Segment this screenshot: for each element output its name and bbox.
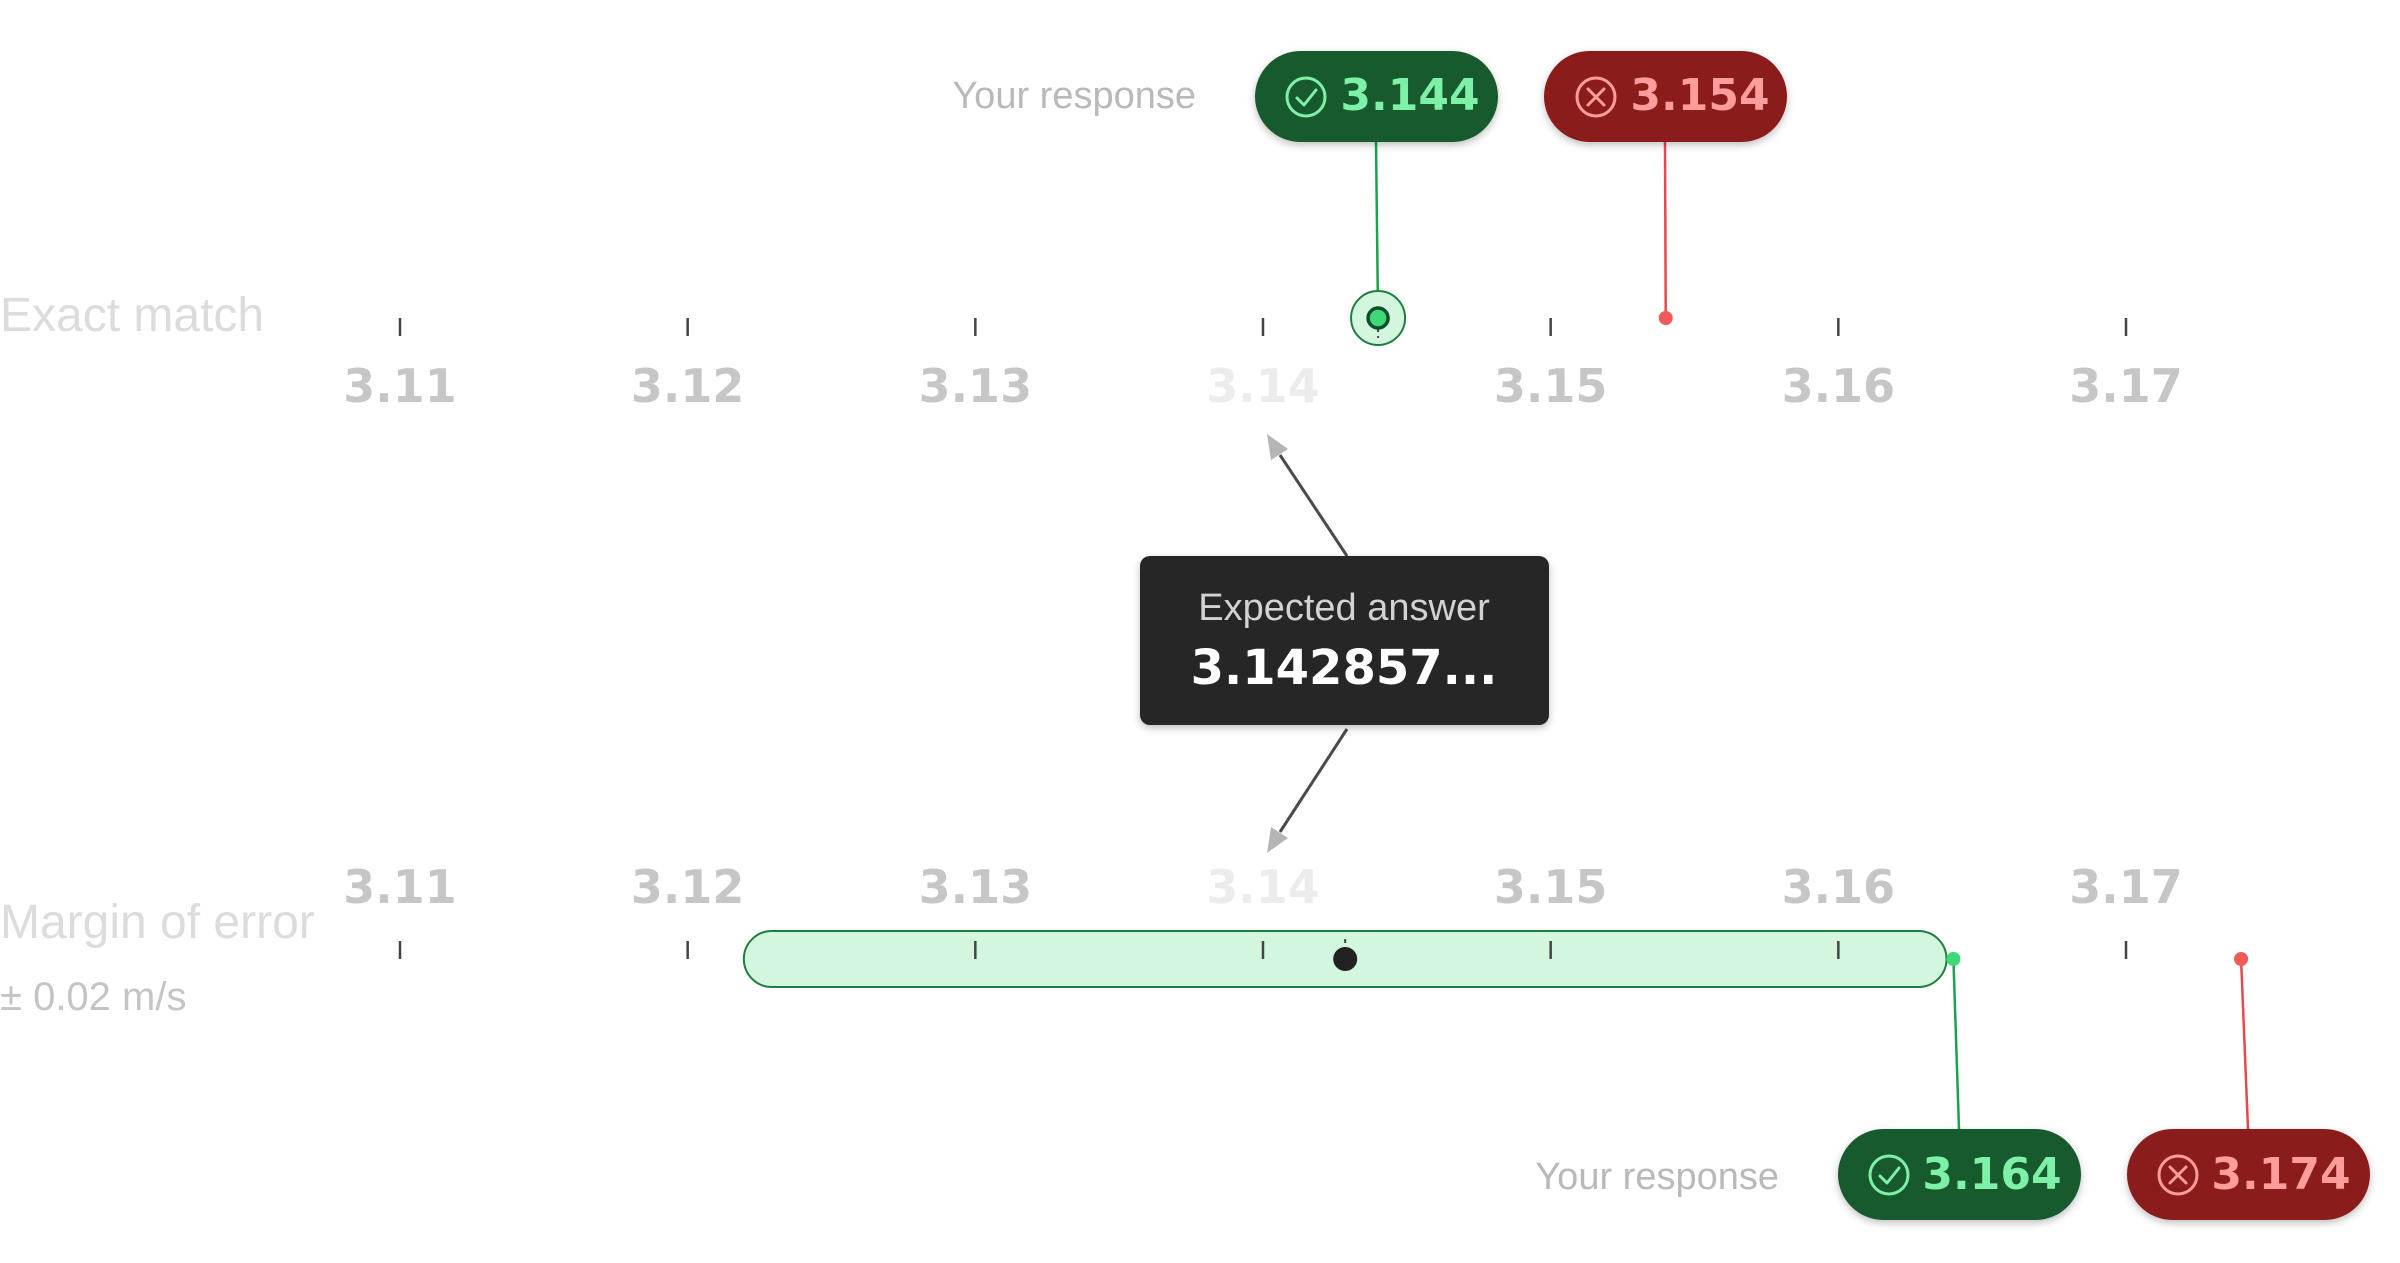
- margin-axis-ticks: [398, 941, 2128, 959]
- x-circle-icon: [1575, 76, 1617, 118]
- exact-response-label: Your response: [952, 75, 1196, 117]
- margin-incorrect-value: 3.174: [2211, 1149, 2350, 1200]
- arrow-up-shaft: [1278, 454, 1349, 557]
- margin-axis-tick-label: 3.17: [2069, 860, 2183, 914]
- exact-correct-connector: [1374, 141, 1380, 319]
- expected-answer-value: 3.142857...: [1191, 640, 1498, 696]
- exact-match-label: Exact match: [0, 289, 264, 342]
- arrow-down-shaft: [1278, 728, 1349, 833]
- exact-axis-tick-label: 3.13: [919, 359, 1033, 413]
- exact-axis-tick-labels: 3.11 3.12 3.13 3.14 3.15 3.16 3.17: [343, 359, 2183, 413]
- exact-match-section: Exact match 3.11 3.12 3.13 3.14 3.15 3.16 3.17…: [0, 51, 2215, 413]
- check-circle-icon: [1868, 1154, 1910, 1196]
- exact-axis-tick-label: 3.17: [2069, 359, 2183, 413]
- exact-axis-tick-label: 3.12: [631, 359, 745, 413]
- expected-answer-marker: [1333, 947, 1358, 971]
- margin-of-error-label: Margin of error: [0, 896, 315, 949]
- arrow-up-icon: [1267, 434, 1288, 460]
- exact-incorrect-value: 3.154: [1630, 70, 1769, 121]
- exact-axis-tick-label: 3.16: [1782, 359, 1896, 413]
- exact-incorrect-pill: [1544, 51, 1787, 142]
- x-circle-icon: [2157, 1154, 2199, 1196]
- margin-axis-tick-label: 3.12: [631, 860, 745, 914]
- margin-incorrect-marker: [2234, 952, 2249, 966]
- margin-axis-tick-label: 3.14: [1206, 860, 1320, 914]
- margin-incorrect-pill: [2127, 1129, 2370, 1220]
- exact-axis-tick-label: 3.11: [343, 359, 457, 413]
- margin-axis-tick-labels: 3.11 3.12 3.13 3.14 3.15 3.16 3.17: [343, 860, 2183, 914]
- check-circle-icon: [1285, 76, 1327, 118]
- margin-correct-pill: [1838, 1129, 2081, 1220]
- margin-correct-connector: [1952, 958, 1961, 1130]
- exact-incorrect-marker: [1658, 311, 1673, 325]
- exact-incorrect-connector: [1663, 141, 1667, 319]
- expected-answer-title: Expected answer: [1198, 587, 1490, 629]
- expected-answer-callout: Expected answer 3.142857...: [1140, 434, 1549, 853]
- margin-correct-marker: [1946, 952, 1961, 966]
- exact-axis-tick-label: 3.15: [1494, 359, 1608, 413]
- margin-axis-tick-label: 3.15: [1494, 860, 1608, 914]
- margin-axis-tick-label: 3.16: [1782, 860, 1896, 914]
- expected-answer-box: [1140, 556, 1549, 725]
- margin-incorrect-connector: [2239, 958, 2250, 1130]
- exact-axis-tick-label: 3.14: [1206, 359, 1320, 413]
- tolerance-label: ± 0.02 m/s: [0, 975, 186, 1019]
- exact-correct-marker: [1350, 290, 1407, 346]
- margin-axis-tick-label: 3.11: [343, 860, 457, 914]
- exact-correct-pill: [1255, 51, 1498, 142]
- margin-correct-value: 3.164: [1922, 1149, 2061, 1200]
- exact-axis-ticks: [398, 318, 2128, 336]
- margin-axis-tick-label: 3.13: [919, 860, 1033, 914]
- margin-response-label: Your response: [1535, 1156, 1779, 1198]
- arrow-down-icon: [1267, 827, 1288, 853]
- exact-correct-value: 3.144: [1340, 70, 1479, 121]
